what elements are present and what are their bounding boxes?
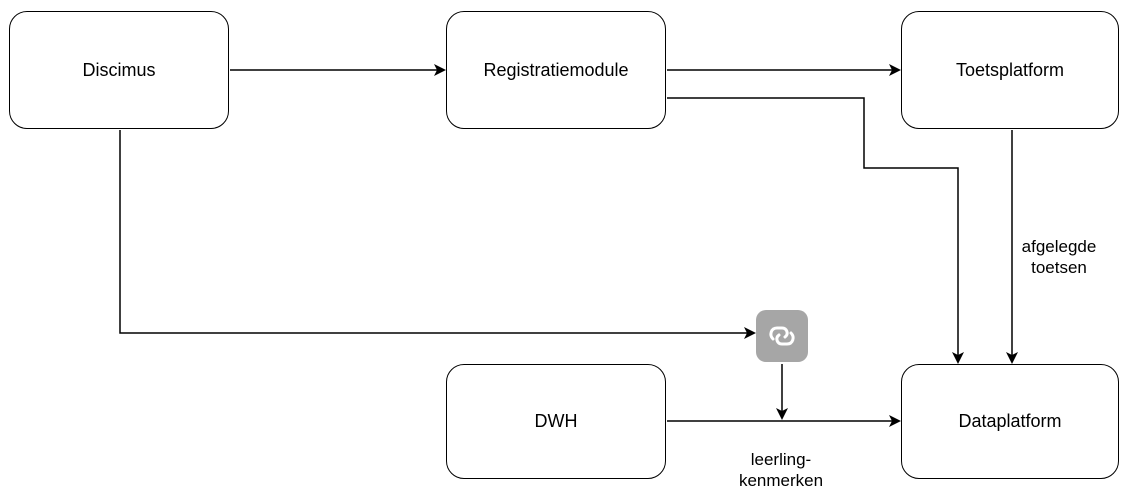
node-registratiemodule-label: Registratiemodule bbox=[483, 59, 629, 80]
edge-label-leerlingkenmerken: leerling- kenmerken bbox=[722, 449, 840, 491]
node-dwh[interactable]: DWH bbox=[446, 364, 666, 479]
edge-registratiemodule-dataplatform bbox=[667, 97, 964, 364]
node-dataplatform-label: Dataplatform bbox=[958, 411, 1062, 431]
node-registratiemodule[interactable]: Registratiemodule bbox=[446, 11, 666, 129]
node-dataplatform[interactable]: Dataplatform bbox=[901, 364, 1119, 479]
link-glyph-icon bbox=[769, 326, 795, 346]
edge-discimus-connector bbox=[119, 130, 756, 339]
link-connector-icon[interactable] bbox=[756, 310, 808, 362]
node-toetsplatform-label: Toetsplatform bbox=[955, 59, 1065, 80]
edge-label-line: leerling- bbox=[750, 450, 812, 469]
node-discimus-label: Discimus bbox=[82, 59, 156, 80]
edge-label-afgelegde-toetsen: afgelegde toetsen bbox=[1018, 236, 1100, 278]
edge-label-line: afgelegde bbox=[1021, 237, 1097, 256]
node-dwh-label: DWH bbox=[534, 411, 578, 431]
edge-label-line: kenmerken bbox=[738, 471, 824, 490]
node-discimus[interactable]: Discimus bbox=[9, 11, 229, 129]
edge-label-line: toetsen bbox=[1031, 258, 1087, 277]
node-toetsplatform[interactable]: Toetsplatform bbox=[901, 11, 1119, 129]
